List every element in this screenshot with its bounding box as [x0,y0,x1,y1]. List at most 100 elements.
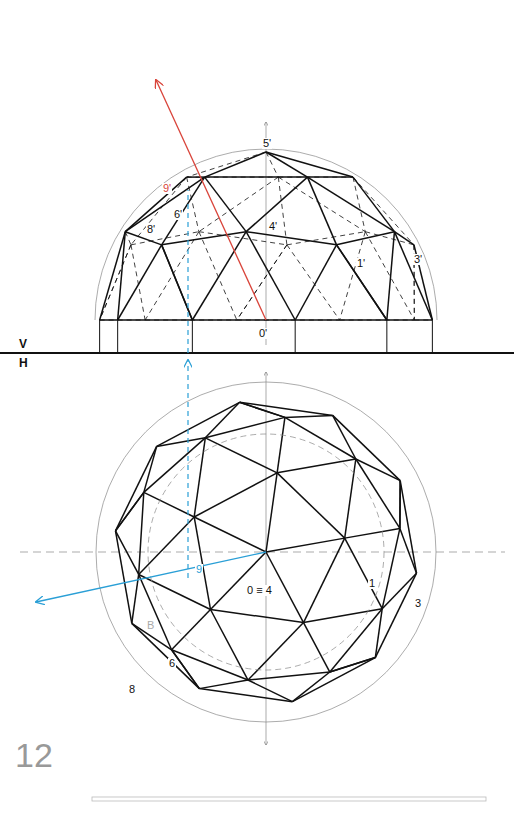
dome-edge [356,459,400,481]
dome-edge [192,319,295,321]
dome-edge [333,415,356,459]
dome-edge [399,481,401,529]
dome-edge [162,245,193,320]
dome-edge [304,609,383,623]
dome-edge [304,623,330,672]
dome-leg [192,320,193,353]
dome-edge [345,528,400,538]
dome-edge [246,177,307,232]
dome-edge [292,672,329,702]
blue-projector [187,190,188,353]
dome-edge [240,402,285,417]
point-label: 1 [368,578,376,589]
dome-edge [210,609,303,622]
dome-edge [277,473,345,538]
dome-edge [387,232,395,320]
dome-edge [330,609,382,672]
dome-edge [307,177,394,232]
point-label: B [146,620,155,631]
dome-edge [100,245,131,320]
point-label: 8 [128,684,136,695]
dome-leg [99,320,100,353]
dome-edge [285,415,333,417]
dome-edge [194,517,266,552]
point-label: 3' [413,254,423,265]
point-label: 6' [173,209,183,220]
dome-edge [199,689,292,702]
dome-edge [205,152,266,177]
dome-edge [266,473,277,552]
dome-edge [266,152,353,177]
dome-edge [399,481,401,529]
dome-edge [144,492,194,517]
front-view [100,152,433,353]
dome-edge [199,177,278,232]
dome-edge [277,459,356,473]
blue-ray [36,552,266,602]
blue-projector [187,360,188,578]
dome-edge [278,177,365,232]
point-label: 9' [162,183,172,194]
point-label: 5' [262,138,272,149]
dome-edge [375,573,416,657]
dome-edge [194,438,205,517]
dome-edge [139,517,195,574]
dome-edge [278,177,353,178]
dome-edge [400,481,416,574]
dome-edge [210,609,248,680]
point-label: 0 ≡ 4 [246,585,273,596]
dome-edge [382,528,400,608]
dome-edge [365,232,414,320]
dome-edge [340,320,415,321]
dome-edge [162,245,193,320]
dome-edge [240,402,285,417]
dome-edge [115,492,143,530]
point-label: 4' [268,221,278,232]
dome-edge [131,177,187,245]
dome-edge [266,152,278,177]
dome-edge [192,232,246,320]
page-number: 12 [14,738,54,772]
dome-edge [295,245,336,320]
dome-edge [287,245,340,320]
dome-edge [100,232,126,320]
plane-label: V [18,338,28,350]
dome-edge [246,232,336,245]
axis [266,122,267,345]
dome-edge [115,531,131,624]
dome-edge [145,232,199,320]
dome-edge [172,650,200,689]
dome-edge [287,232,365,245]
dome-edge [115,492,143,530]
dome-edge [345,538,383,609]
dome-edge [292,658,375,702]
dome-edge [132,623,200,688]
dome-edge [278,177,287,245]
footer-bar [92,797,486,801]
point-label: 1' [356,258,366,269]
ground-line-mark [20,353,38,354]
dome-edge [337,232,395,245]
dome-edge [333,415,401,480]
red-ray [156,80,266,320]
dome-edge [356,459,400,528]
dome-edge [194,473,277,517]
dome-leg [295,320,296,353]
dome-edge [382,573,416,609]
dome-edge [353,177,365,232]
dome-edge [205,417,285,437]
dome-edge [144,438,205,493]
dome-edge [199,232,287,245]
dome-edge [115,446,156,530]
plane-label: H [18,357,29,369]
dome-edge [132,574,139,623]
point-label: 3 [414,598,422,609]
ground-line [0,352,514,354]
dome-edge [353,177,394,232]
dome-edge [172,650,200,689]
dome-edge [131,232,199,245]
dome-edge [248,672,330,680]
dome-leg [117,320,118,353]
dome-edge [365,232,414,245]
